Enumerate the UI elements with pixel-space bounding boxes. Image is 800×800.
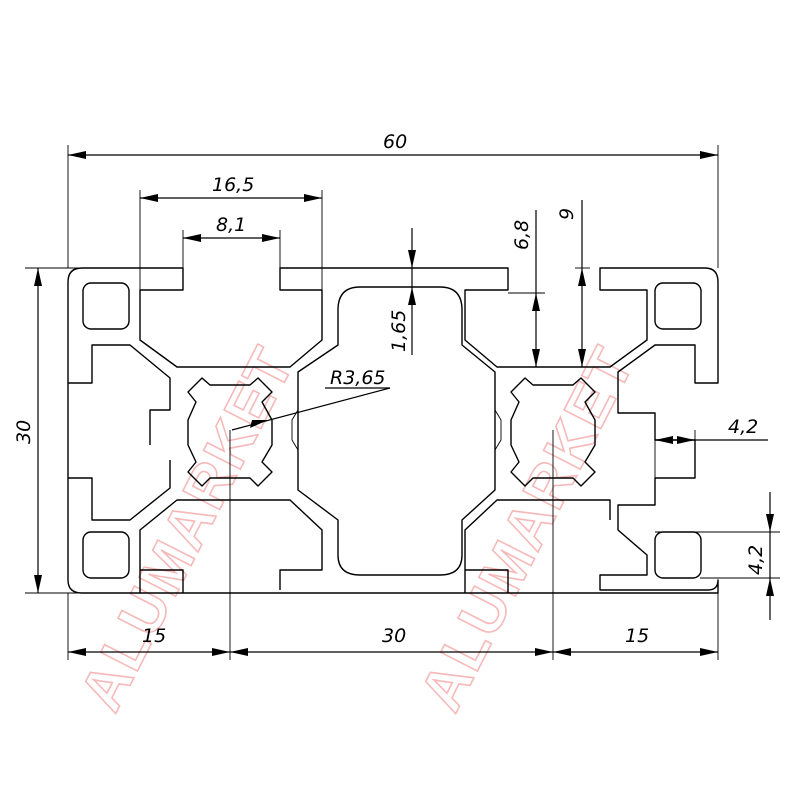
label-slot-opening: 8,1 <box>216 214 246 236</box>
profile-center-notch-left <box>291 409 299 451</box>
profile-bottom-left-lip <box>140 569 184 593</box>
dimension-labels: 60 16,5 8,1 30 1,65 6,8 9 R3,65 15 30 15… <box>13 131 767 647</box>
label-slot-depth-inner: 6,8 <box>511 220 533 250</box>
profile-right-core <box>510 377 596 487</box>
profile-section <box>67 267 719 594</box>
profile-corner-pocket-bottom-left <box>82 531 130 579</box>
label-slot-depth-outer: 9 <box>556 208 578 220</box>
profile-corner-pocket-bottom-right <box>654 531 702 579</box>
label-wall-thickness: 1,65 <box>388 310 410 352</box>
label-center-to-center: 30 <box>382 625 406 647</box>
profile-center-chamber <box>297 286 496 576</box>
profile-bottom-right-lip <box>465 569 509 593</box>
profile-bottom-right-slot <box>464 499 611 593</box>
profile-bottom-left-slot <box>139 499 323 593</box>
label-overall-height: 30 <box>13 420 35 444</box>
profile-left-lower-arm <box>68 460 171 521</box>
label-left-to-center: 15 <box>142 625 166 647</box>
label-small-groove-width: 4,2 <box>728 416 758 438</box>
profile-corner-pocket-top-right <box>654 282 702 330</box>
profile-outer-contour <box>67 267 719 594</box>
label-overall-width: 60 <box>383 131 407 153</box>
label-small-groove-height: 4,2 <box>745 545 767 575</box>
profile-left-upper-arm <box>68 344 171 445</box>
profile-left-core <box>187 377 273 487</box>
profile-corner-pocket-top-left <box>82 282 130 330</box>
label-slot-outer-width: 16,5 <box>212 174 254 196</box>
profile-center-notch-right <box>494 409 502 451</box>
dimension-lines <box>25 145 780 660</box>
label-center-to-right: 15 <box>625 625 649 647</box>
watermark-group: ALUMARKET ALUMARKET <box>66 335 648 722</box>
label-core-radius: R3,65 <box>330 367 386 389</box>
watermark-right: ALUMARKET <box>407 336 647 721</box>
